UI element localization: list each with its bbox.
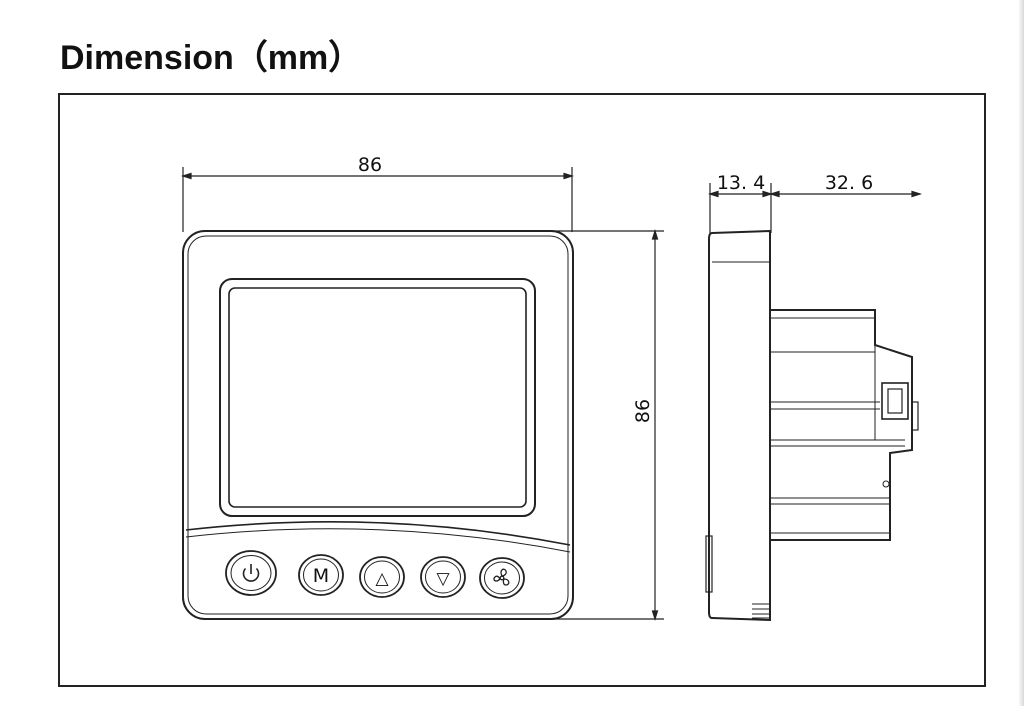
- side-back-depth-label: 32. 6: [825, 172, 873, 194]
- power-button: [225, 550, 277, 596]
- up-button: △: [359, 556, 405, 598]
- letter-m-icon: M: [313, 565, 329, 587]
- mode-button: M: [298, 554, 344, 596]
- side-view: [705, 229, 919, 622]
- front-width-label: 86: [358, 154, 382, 176]
- side-front-depth-label: 13. 4: [717, 172, 765, 194]
- fan-button: [479, 557, 525, 599]
- page-edge: [1018, 0, 1024, 706]
- down-button: ▽: [420, 556, 466, 598]
- front-view: [182, 230, 574, 620]
- triangle-down-icon: ▽: [436, 569, 450, 589]
- front-height-label: 86: [632, 399, 654, 423]
- diagram-frame: [58, 93, 986, 687]
- fan-icon: [493, 568, 510, 586]
- side-depth-dimension: [707, 183, 923, 233]
- power-icon: [242, 564, 260, 582]
- page-title: Dimension（mm）: [60, 39, 363, 77]
- triangle-up-icon: △: [375, 569, 389, 589]
- front-height-dimension: [550, 228, 664, 622]
- front-width-dimension: [180, 167, 575, 232]
